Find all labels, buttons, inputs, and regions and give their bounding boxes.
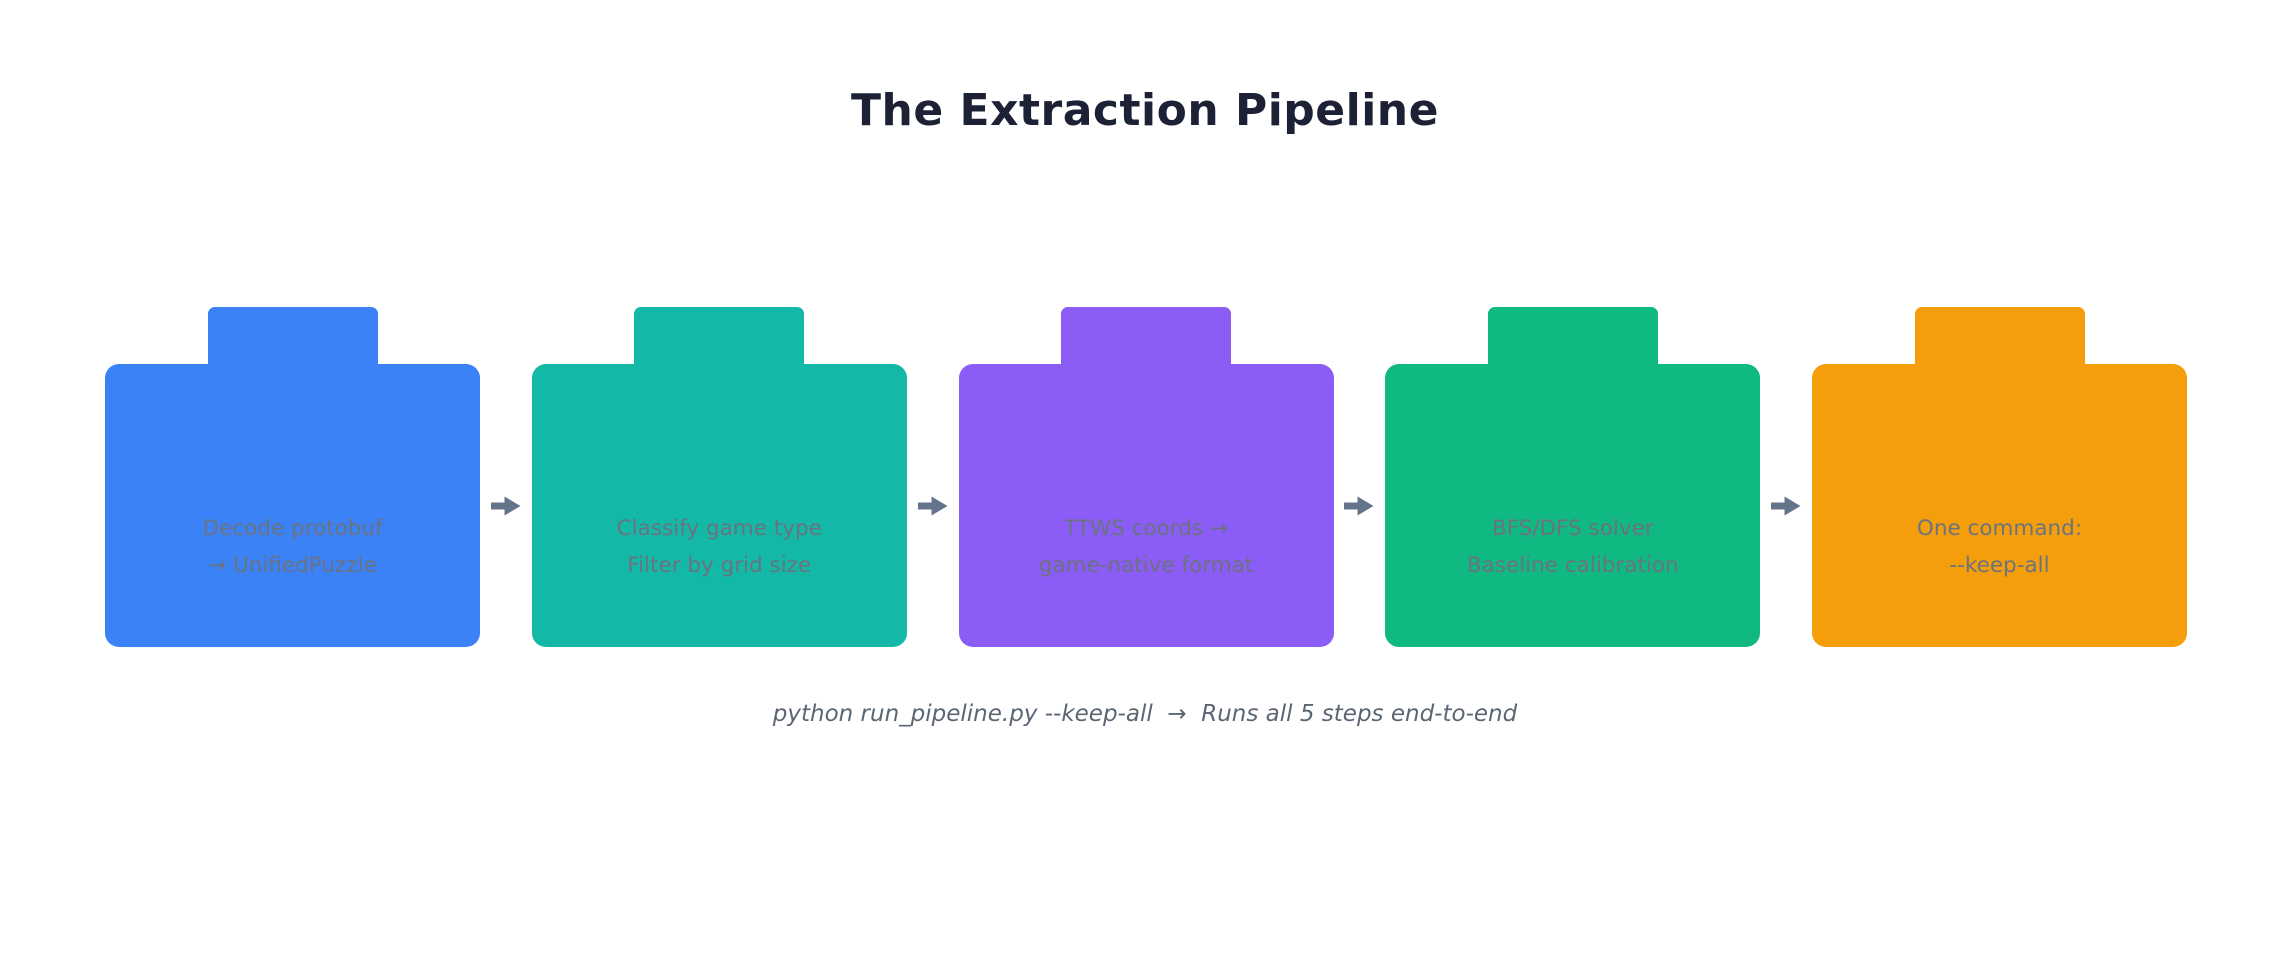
step-body: One command: --keep-all (1812, 364, 2187, 647)
step-label-line1: Decode protobuf (202, 516, 383, 541)
step-body: BFS/DFS solver Baseline calibration (1385, 364, 1761, 647)
arrow-right-icon (1344, 496, 1374, 516)
page-title: The Extraction Pipeline (851, 85, 1439, 136)
step-label: Decode protobuf → UnifiedPuzzle (105, 510, 480, 584)
step-label-line1: One command: (1916, 516, 2083, 541)
pipeline-step-solver: BFS/DFS solver Baseline calibration (1385, 307, 1761, 647)
step-label-line1: TTWS coords → (1064, 516, 1228, 541)
step-label-line2: --keep-all (1949, 553, 2050, 578)
step-body: TTWS coords → game-native format (958, 364, 1334, 647)
step-body: Classify game type Filter by grid size (531, 364, 907, 647)
step-body: Decode protobuf → UnifiedPuzzle (105, 364, 480, 647)
step-label: Classify game type Filter by grid size (532, 510, 907, 584)
pipeline-command-caption: python run_pipeline.py --keep-all → Runs… (772, 701, 1518, 727)
step-label: BFS/DFS solver Baseline calibration (1385, 510, 1760, 584)
step-tab (634, 307, 805, 365)
pipeline-step-decode: Decode protobuf → UnifiedPuzzle (105, 307, 480, 647)
step-label-line1: Classify game type (616, 516, 822, 541)
pipeline-step-classify: Classify game type Filter by grid size (531, 307, 907, 647)
step-label: TTWS coords → game-native format (959, 510, 1334, 584)
connector-2 (907, 307, 959, 647)
step-label-line2: Filter by grid size (627, 553, 812, 578)
arrow-right-icon (917, 496, 948, 516)
step-tab (1914, 307, 2085, 365)
pipeline-step-convert-coords: TTWS coords → game-native format (958, 307, 1334, 647)
step-label: One command: --keep-all (1812, 510, 2187, 584)
step-label-line2: → UnifiedPuzzle (208, 553, 377, 578)
connector-4 (1760, 307, 1812, 647)
arrow-right-icon (1771, 496, 1801, 516)
step-label-line2: Baseline calibration (1466, 553, 1679, 578)
step-tab (1061, 307, 1231, 365)
step-tab (1487, 307, 1658, 365)
connector-1 (480, 307, 532, 647)
arrow-right-icon (490, 496, 521, 516)
pipeline-row: Decode protobuf → UnifiedPuzzle Classify… (105, 307, 2187, 647)
step-tab (207, 307, 378, 365)
pipeline-step-one-command: One command: --keep-all (1812, 307, 2187, 647)
step-label-line2: game-native format (1038, 553, 1254, 578)
connector-3 (1334, 307, 1386, 647)
step-label-line1: BFS/DFS solver (1491, 516, 1654, 541)
